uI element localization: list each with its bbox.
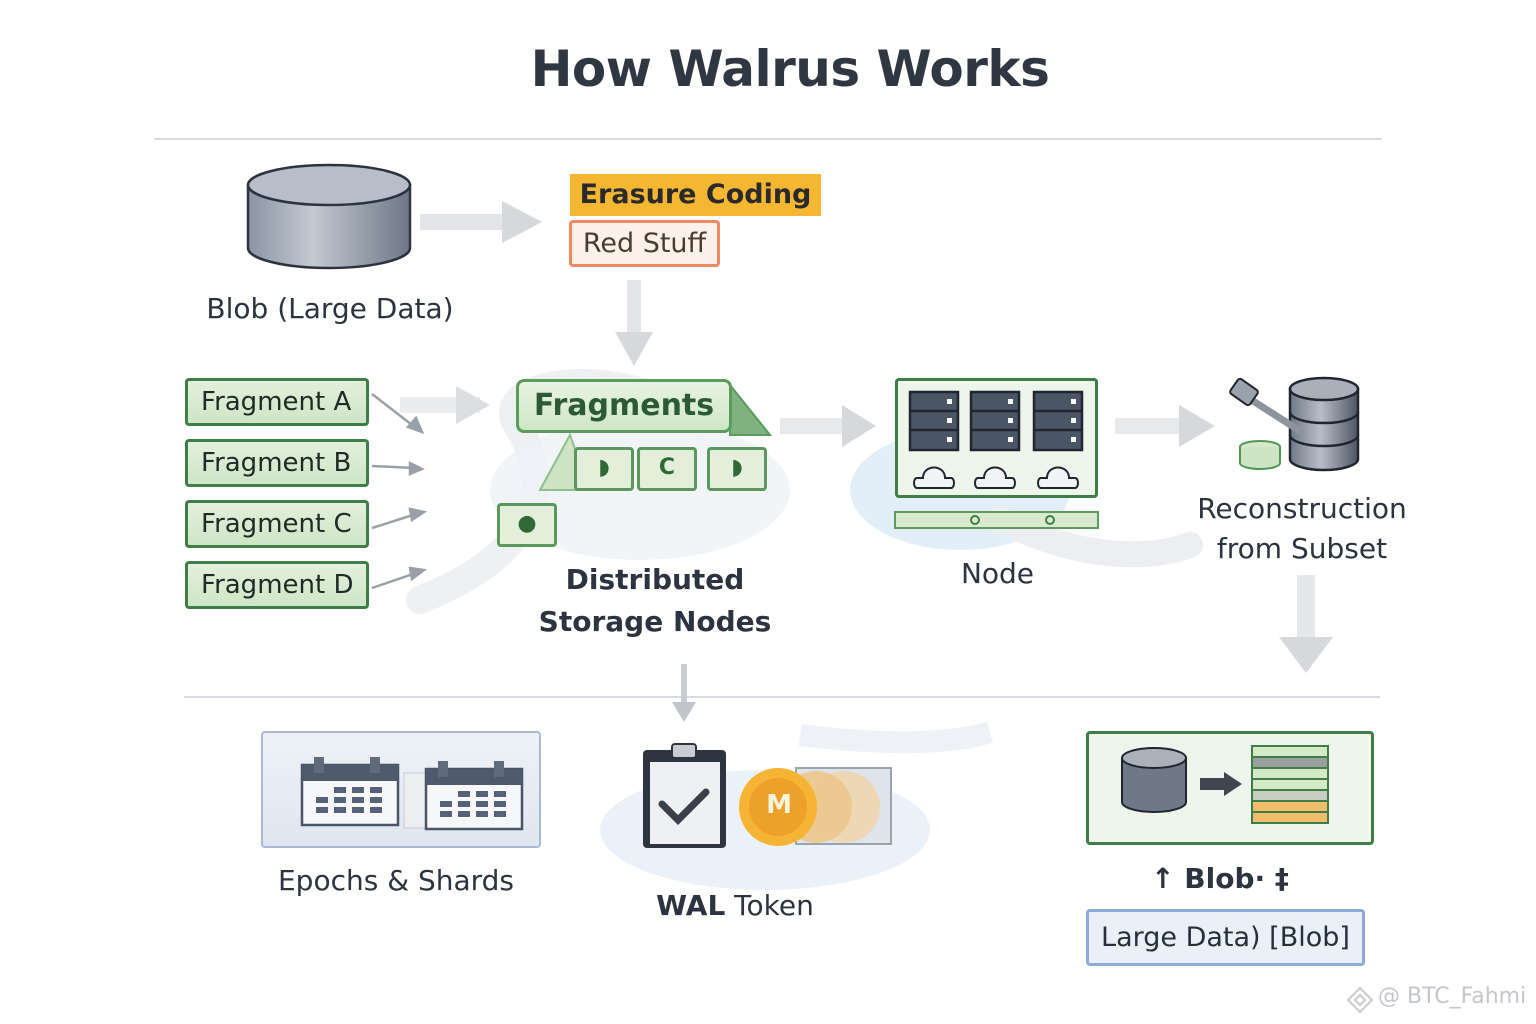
fragment-shard: ◗: [707, 447, 767, 491]
wal-coin-symbol: M: [766, 790, 792, 820]
result-caption: ↑ Blob· ‡: [1151, 862, 1289, 895]
distributed-label-line2: Storage Nodes: [538, 605, 772, 638]
fragment-shard: C: [637, 447, 697, 491]
fragment-shard: ●: [497, 503, 557, 547]
clipboard-check-icon: [643, 743, 726, 848]
fragment-b: Fragment B: [185, 439, 369, 487]
reconstruction-label-line1: Reconstruction: [1197, 492, 1407, 525]
erasure-coding-badge: Erasure Coding: [570, 174, 821, 216]
arrow-down-icon: [672, 664, 696, 722]
node-label: Node: [960, 557, 1035, 590]
fragment-d: Fragment D: [185, 561, 369, 609]
watermark-text: @ BTC_Fahmi: [1378, 984, 1527, 1009]
server-rack-icon: [894, 390, 1099, 529]
fragment-c: Fragment C: [185, 500, 369, 548]
arrow-down-icon: [615, 280, 653, 366]
wal-coin-icon: [739, 767, 892, 846]
binance-logo-icon: [1346, 986, 1374, 1014]
arrow-down-icon: [1279, 575, 1333, 673]
red-stuff-badge: Red Stuff: [569, 220, 720, 267]
reconstruction-label-line2: from Subset: [1216, 532, 1388, 565]
fragment-a: Fragment A: [185, 378, 369, 426]
page-title: How Walrus Works: [530, 40, 1050, 98]
arrow-right-icon: [420, 201, 542, 243]
arrow-right-icon: [1115, 405, 1215, 447]
database-to-stack-icon: [1121, 745, 1329, 824]
wal-token-label-rest: Token: [725, 889, 814, 922]
top-divider: [154, 138, 1382, 140]
wal-token-label: WAL Token: [620, 889, 850, 922]
wal-token-label-bold: WAL: [656, 889, 726, 922]
blob-label: Blob (Large Data): [206, 292, 454, 325]
calendar-icon: [300, 757, 524, 831]
database-icon: [246, 163, 412, 270]
arrow-right-icon: [780, 405, 876, 447]
fragments-label: Fragments: [516, 379, 732, 433]
fragment-arrows: [371, 386, 490, 590]
bottom-divider: [184, 696, 1380, 698]
large-data-blob-box: Large Data) [Blob]: [1086, 909, 1365, 966]
hammer-database-icon: [1229, 376, 1360, 472]
epochs-label: Epochs & Shards: [277, 864, 515, 897]
distributed-label-line1: Distributed: [565, 563, 745, 596]
fragment-shard: ◗: [574, 447, 634, 491]
